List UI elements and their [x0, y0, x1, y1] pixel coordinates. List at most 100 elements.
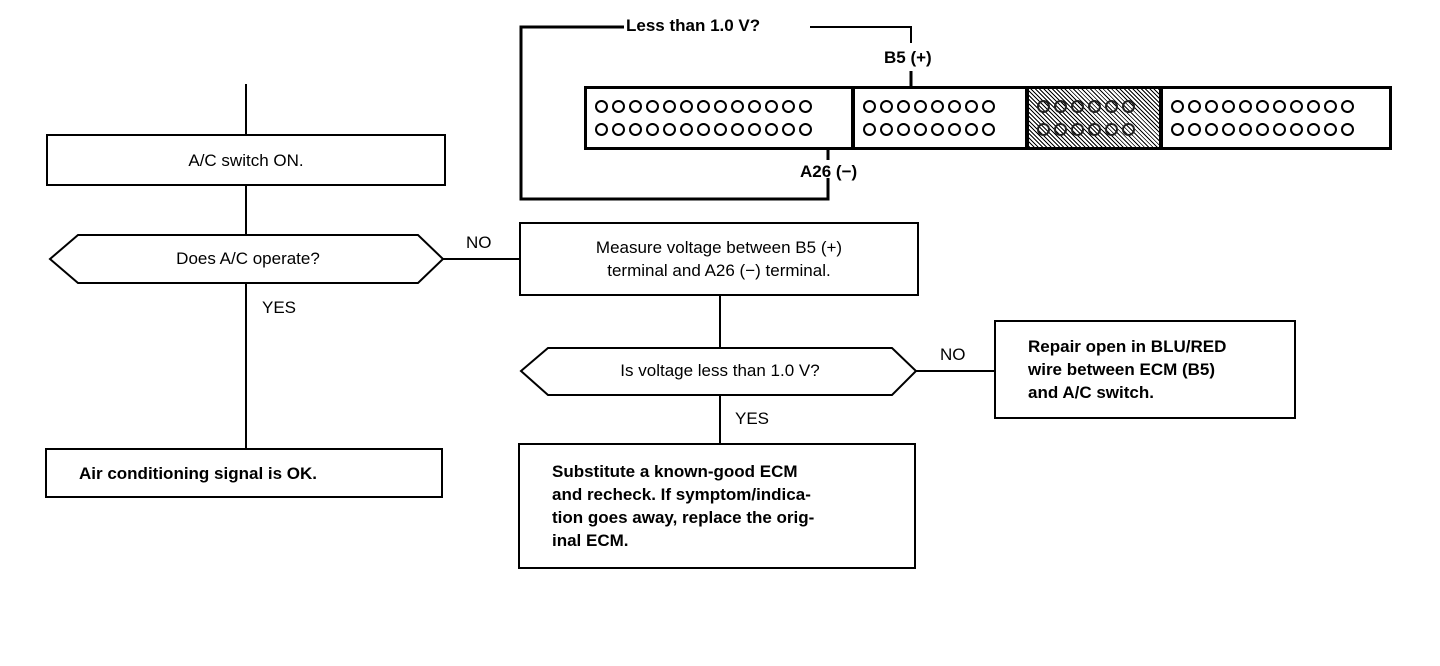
connector-pin — [1037, 100, 1050, 113]
connector-pin — [1307, 123, 1320, 136]
connector-pin — [765, 123, 778, 136]
connector-pin — [914, 123, 927, 136]
connector-pin — [965, 100, 978, 113]
connector-pin — [1222, 100, 1235, 113]
connector-pin — [1273, 100, 1286, 113]
connector-pin — [731, 100, 744, 113]
connector-pin — [1171, 100, 1184, 113]
connector-pin — [646, 100, 659, 113]
connector-pin — [748, 100, 761, 113]
connector-pin — [646, 123, 659, 136]
step-text: Air conditioning signal is OK. — [79, 463, 318, 483]
connector-pin — [663, 123, 676, 136]
connector-pin — [1054, 123, 1067, 136]
connector-pin — [863, 100, 876, 113]
step-text: A/C switch ON. — [188, 150, 304, 170]
connector-pin — [1122, 100, 1135, 113]
connector-section-4 — [1160, 86, 1392, 150]
connector-pin — [1290, 100, 1303, 113]
connector-pin — [1324, 123, 1337, 136]
connector-pin — [1290, 123, 1303, 136]
pin-row — [863, 123, 1025, 136]
branch-no-1: NO — [466, 233, 492, 252]
step-ac-switch-on: A/C switch ON. — [46, 134, 446, 186]
top-probe-label: Less than 1.0 V? — [626, 16, 761, 35]
connector-pin — [1307, 100, 1320, 113]
connector-pin — [1037, 123, 1050, 136]
connector-section-3 — [1026, 86, 1162, 150]
connector-pin — [965, 123, 978, 136]
connector-pin — [680, 100, 693, 113]
step-text: Substitute a known-good ECM and recheck.… — [552, 462, 815, 550]
connector-pin — [1256, 100, 1269, 113]
pin-row — [595, 100, 851, 113]
connector-pin — [1188, 100, 1201, 113]
connector-pin — [1205, 123, 1218, 136]
connector-pin — [1324, 100, 1337, 113]
step-text: Measure voltage between B5 (+) terminal … — [595, 238, 843, 280]
connector-pin — [799, 123, 812, 136]
a26-terminal-label: A26 (−) — [800, 162, 858, 181]
connector-section-1 — [584, 86, 854, 150]
connector-pin — [1239, 100, 1252, 113]
decision-voltage-text: Is voltage less than 1.0 V? — [620, 361, 820, 380]
connector-pin — [782, 123, 795, 136]
pin-row — [1037, 100, 1159, 113]
connector-pin — [765, 100, 778, 113]
step-ac-signal-ok: Air conditioning signal is OK. — [45, 448, 443, 498]
connector-pin — [1071, 123, 1084, 136]
connector-pin — [1105, 123, 1118, 136]
probe-wire-a26 — [519, 25, 830, 201]
connector-pin — [1273, 123, 1286, 136]
connector-pin — [880, 100, 893, 113]
pin-row — [595, 123, 851, 136]
branch-yes-2: YES — [735, 409, 770, 428]
connector-pin — [714, 100, 727, 113]
connector-pin — [612, 100, 625, 113]
connector-pin — [595, 123, 608, 136]
connector-pin — [799, 100, 812, 113]
connector-pin — [697, 100, 710, 113]
step-repair-open: Repair open in BLU/RED wire between ECM … — [994, 320, 1296, 419]
branch-no-2: NO — [940, 345, 966, 364]
connector-pin — [629, 100, 642, 113]
connector-pin — [1222, 123, 1235, 136]
connector-pin — [982, 100, 995, 113]
connector-pin — [1239, 123, 1252, 136]
decision-ac-operate-text: Does A/C operate? — [176, 249, 320, 268]
connector-pin — [1256, 123, 1269, 136]
step-measure-voltage: Measure voltage between B5 (+) terminal … — [519, 222, 919, 296]
pin-row — [1171, 123, 1389, 136]
connector-pin — [1171, 123, 1184, 136]
connector-pin — [595, 100, 608, 113]
connector-pin — [697, 123, 710, 136]
connector-pin — [897, 123, 910, 136]
pin-row — [863, 100, 1025, 113]
connector-pin — [1054, 100, 1067, 113]
connector-pin — [982, 123, 995, 136]
b5-terminal-label: B5 (+) — [884, 48, 932, 67]
step-substitute-ecm: Substitute a known-good ECM and recheck.… — [518, 443, 916, 569]
connector-pin — [1122, 123, 1135, 136]
connector-pin — [914, 100, 927, 113]
connector-pin — [1341, 123, 1354, 136]
connector-pin — [748, 123, 761, 136]
connector-pin — [731, 123, 744, 136]
connector-pin — [663, 100, 676, 113]
connector-pin — [1088, 100, 1101, 113]
connector-pin — [1341, 100, 1354, 113]
connector-pin — [612, 123, 625, 136]
connector-pin — [1071, 100, 1084, 113]
connector-pin — [629, 123, 642, 136]
step-text: Repair open in BLU/RED wire between ECM … — [1028, 337, 1227, 402]
connector-pin — [1088, 123, 1101, 136]
connector-pin — [1205, 100, 1218, 113]
connector-pin — [931, 123, 944, 136]
connector-pin — [1188, 123, 1201, 136]
connector-pin — [931, 100, 944, 113]
connector-pin — [782, 100, 795, 113]
connector-pin — [863, 123, 876, 136]
connector-pin — [948, 100, 961, 113]
pin-row — [1037, 123, 1159, 136]
branch-yes-1: YES — [262, 298, 297, 317]
